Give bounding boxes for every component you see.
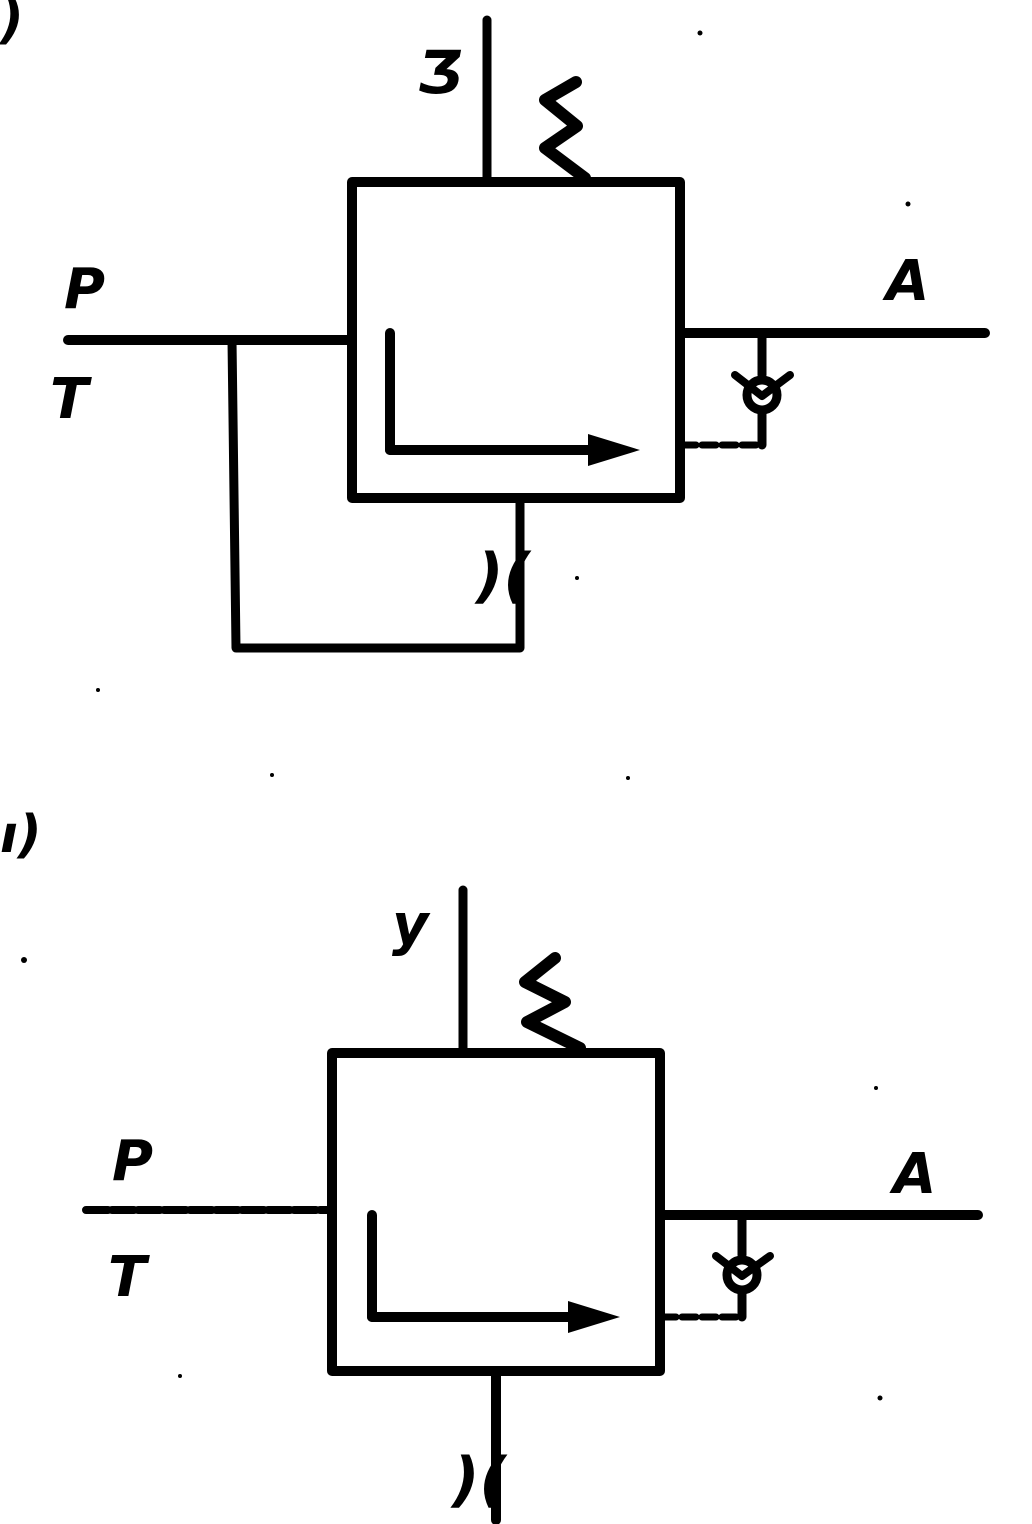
port-label-p-top: P <box>64 257 105 322</box>
port-label-p-bottom: P <box>112 1129 153 1194</box>
panel-label-bottom: ı) <box>0 805 42 865</box>
orifice-label-top: )( <box>474 541 532 611</box>
panel-label-top: ) <box>0 0 24 51</box>
port-label-t-top: T <box>50 367 92 432</box>
pilot-line-top <box>227 335 525 653</box>
port-label-a-bottom: A <box>889 1142 936 1207</box>
valve-diagram-top: ) Ʒ P T )( A <box>0 0 990 653</box>
spring-icon-bottom <box>519 952 586 1054</box>
check-valve-icon-top <box>678 328 794 450</box>
flow-arrow-icon-top <box>588 434 640 466</box>
orifice-label-bottom: )( <box>450 1445 508 1515</box>
scan-noise <box>21 30 911 1401</box>
port-label-t-bottom: T <box>108 1245 150 1310</box>
valve-diagram-bottom: ı) y P T A )( <box>0 805 983 1524</box>
valve-box-bottom <box>327 1048 665 1376</box>
spring-icon-top <box>539 76 591 184</box>
port-label-y-bottom: y <box>392 893 431 958</box>
port-label-a-top: A <box>882 249 929 314</box>
flow-arrow-icon-bottom <box>568 1301 620 1333</box>
port-label-y-top: Ʒ <box>418 38 463 106</box>
check-valve-icon-bottom <box>658 1210 774 1322</box>
